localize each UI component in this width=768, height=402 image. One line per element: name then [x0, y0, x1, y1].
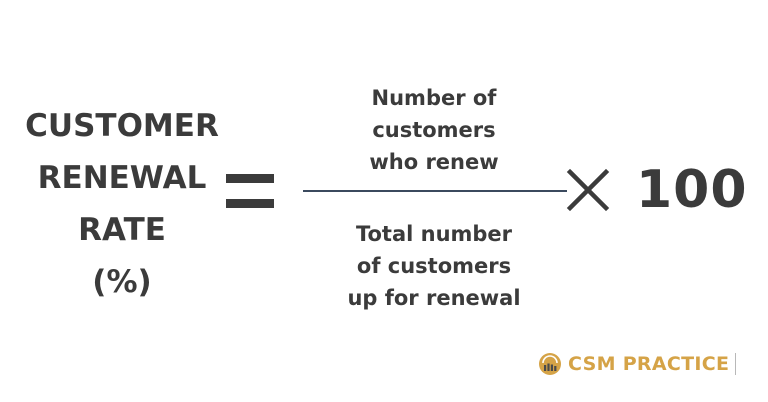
lhs-line-renewal: RENEWAL	[37, 160, 207, 196]
csm-logo-icon	[539, 353, 561, 375]
equals-bar-top	[226, 174, 274, 183]
formula-left-side: CUSTOMER RENEWAL RATE (%)	[12, 100, 232, 308]
numerator-line-2: customers	[372, 118, 496, 142]
equals-sign	[226, 174, 274, 210]
multiply-sign	[566, 168, 610, 212]
denominator-line-3: up for renewal	[347, 286, 521, 310]
fraction-bar	[303, 190, 567, 192]
fraction-numerator: Number of customers who renew	[306, 82, 562, 178]
fraction-denominator: Total number of customers up for renewal	[306, 218, 562, 314]
numerator-line-1: Number of	[371, 86, 497, 110]
equals-bar-bottom	[226, 199, 274, 208]
denominator-line-1: Total number	[355, 222, 513, 246]
lhs-line-rate: RATE	[78, 212, 166, 248]
lhs-line-percent: (%)	[92, 264, 152, 300]
numerator-line-3: who renew	[369, 150, 499, 174]
brand-name: CSM PRACTICE	[568, 353, 730, 375]
denominator-line-2: of customers	[356, 254, 512, 278]
lhs-line-customer: CUSTOMER	[25, 108, 219, 144]
brand-divider	[735, 353, 737, 375]
brand-watermark: CSM PRACTICE	[538, 350, 737, 378]
multiplier-value: 100	[636, 160, 748, 220]
